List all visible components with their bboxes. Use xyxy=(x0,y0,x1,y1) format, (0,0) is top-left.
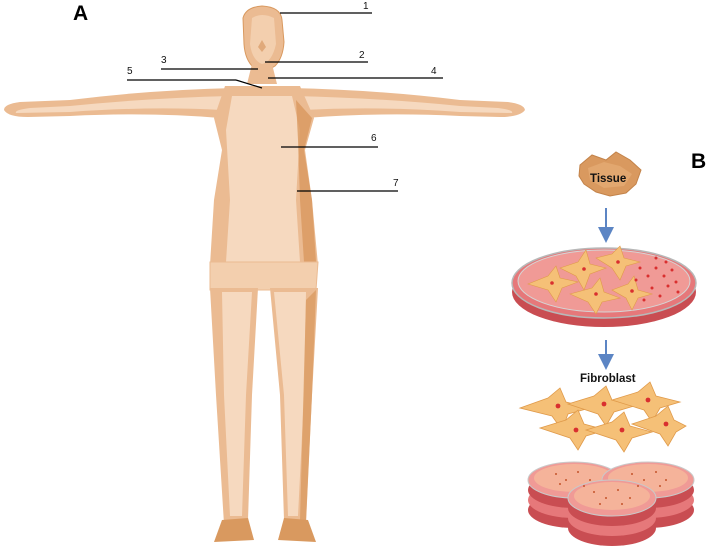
fibroblast-nuclei xyxy=(555,397,669,433)
panel-a-label: A xyxy=(73,2,88,25)
callout-3: 3 xyxy=(161,55,167,66)
human-body-figure xyxy=(4,5,525,542)
callout-7: 7 xyxy=(393,178,399,189)
callout-2: 2 xyxy=(359,50,365,61)
callout-1: 1 xyxy=(363,1,369,12)
culture-dish-stacks xyxy=(527,461,695,546)
callout-6: 6 xyxy=(371,133,377,144)
culture-dish xyxy=(511,245,697,327)
panel-b-label: B xyxy=(691,150,706,173)
pelvis xyxy=(209,261,319,291)
left-foot xyxy=(214,518,254,542)
right-foot xyxy=(278,518,316,542)
neck xyxy=(247,64,277,84)
callout-5: 5 xyxy=(127,66,133,77)
callout-lines xyxy=(127,12,443,192)
tissue-label: Tissue xyxy=(590,173,626,185)
fibroblast-label: Fibroblast xyxy=(580,373,636,385)
callout-4: 4 xyxy=(431,66,437,77)
fibroblast-cells xyxy=(518,381,687,453)
